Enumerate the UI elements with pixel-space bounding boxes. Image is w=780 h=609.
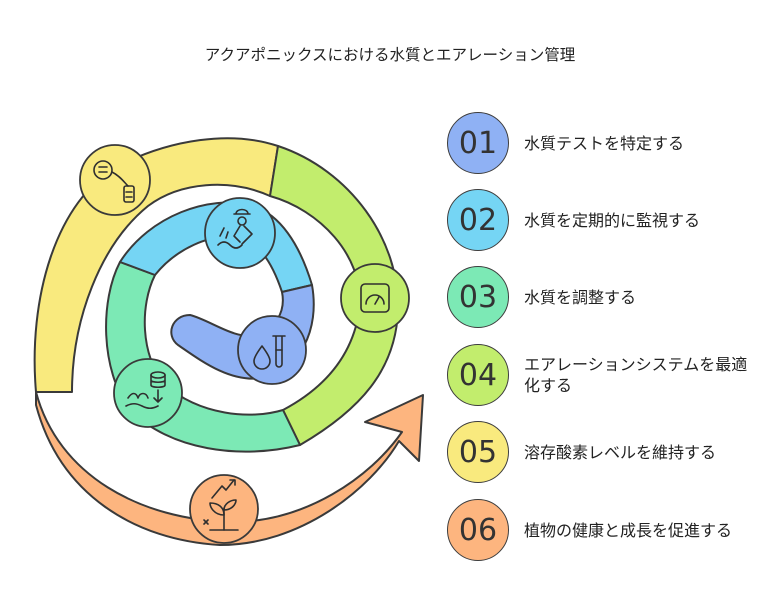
spiral-segment-lime (269, 145, 400, 446)
plant-growth-icon (203, 479, 239, 531)
database-plants-icon (125, 371, 166, 410)
step-label: 水質テストを特定する (524, 133, 685, 153)
step-label: 植物の健康と成長を促進する (524, 520, 733, 540)
step-label: 水質を定期的に監視する (524, 210, 701, 230)
aerator-pump-icon (93, 160, 135, 203)
step-06: 06 植物の健康と成長を促進する (447, 498, 732, 562)
step-05: 05 溶存酸素レベルを維持する (447, 420, 716, 484)
step-number-badge: 01 (447, 112, 509, 174)
step-label: 水質を調整する (524, 287, 637, 307)
step-number-badge: 06 (447, 499, 509, 561)
step-number-badge: 02 (447, 189, 509, 251)
step-number-badge: 05 (447, 421, 509, 483)
gauge-icon (360, 283, 390, 313)
gauge-icon-badge (340, 263, 410, 333)
step-number-badge: 04 (447, 344, 509, 406)
step-label: エアレーションシステムを最適化する (524, 355, 748, 395)
step-03: 03 水質を調整する (447, 265, 636, 329)
spiral-segment-orange (35, 391, 424, 546)
step-number-badge: 03 (447, 266, 509, 328)
step-04: 04 エアレーションシステムを最適化する (447, 343, 754, 407)
test-tube-drop-icon (253, 335, 286, 370)
step-02: 02 水質を定期的に監視する (447, 188, 700, 252)
farmer-watering-icon-badge (204, 197, 276, 269)
step-label: 溶存酸素レベルを維持する (524, 442, 717, 462)
farmer-watering-icon (217, 208, 253, 249)
test-tube-drop-icon-badge (237, 315, 307, 385)
page-title: アクアポニックスにおける水質とエアレーション管理 (204, 46, 576, 64)
aerator-pump-icon-badge (79, 144, 151, 216)
database-plants-icon-badge (113, 358, 183, 428)
step-01: 01 水質テストを特定する (447, 111, 684, 175)
